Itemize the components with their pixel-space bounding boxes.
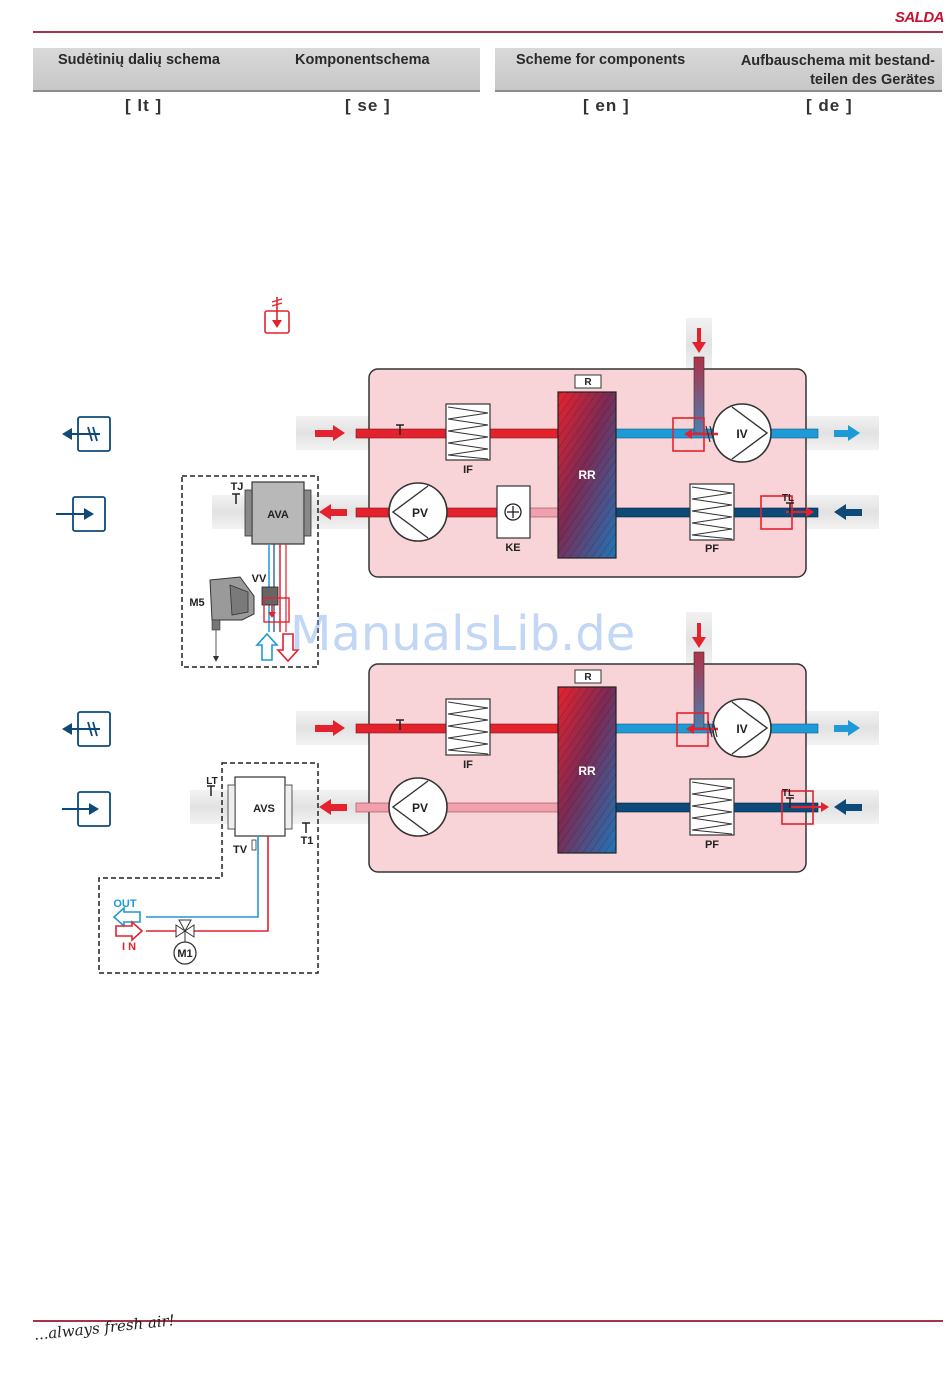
tv-sensor-label: TV	[233, 844, 248, 856]
electric-heater-label: KE	[505, 542, 520, 554]
frost-sensor-label: TJ	[231, 481, 244, 493]
extract-filter-2	[690, 779, 734, 835]
recuperator-label-2: RR	[578, 764, 596, 778]
out-arrow-icon	[114, 908, 140, 926]
recuperator-box-label-2: R	[584, 672, 592, 683]
water-out-arrow-icon	[278, 634, 298, 661]
water-heater-label-2: AVS	[253, 803, 275, 815]
condensate-icon	[265, 297, 289, 333]
supply-filter-2	[446, 699, 490, 755]
extract-fan-label: PV	[412, 506, 428, 520]
extract-filter-label: PF	[705, 543, 719, 555]
actuator-label: M5	[189, 597, 204, 609]
motor-label: M1	[177, 948, 192, 960]
extract-filter-label-2: PF	[705, 839, 719, 851]
exhaust-air-2-icon	[62, 712, 110, 746]
supply-filter	[446, 404, 490, 460]
valve-label: VV	[252, 573, 267, 585]
extract-temp-label: TL	[782, 493, 794, 504]
water-heater-label: AVA	[267, 509, 289, 521]
extract-filter	[690, 484, 734, 540]
bypass-chimney-2	[694, 652, 704, 728]
exhaust-air-icon	[62, 417, 110, 451]
recuperator-box-label: R	[584, 377, 592, 388]
extract-fan-label-2: PV	[412, 801, 428, 815]
out-label: OUT	[113, 898, 137, 910]
supply-filter-label: IF	[463, 464, 473, 476]
outdoor-air-2-icon	[62, 792, 110, 826]
extract-line-mild	[528, 508, 559, 517]
water-in-arrow-icon	[257, 634, 277, 660]
supply-filter-label-2: IF	[463, 759, 473, 771]
in-label: I N	[122, 941, 136, 953]
extract-temp-label-2: TL	[782, 788, 794, 799]
recuperator-label: RR	[578, 468, 596, 482]
bypass-chimney	[694, 357, 704, 433]
supply-fan-label-2: IV	[736, 722, 747, 736]
in-arrow-icon	[116, 922, 142, 940]
t1-sensor-label: T1	[301, 835, 314, 847]
three-way-valve-icon	[176, 920, 194, 942]
supply-fan-label: IV	[736, 427, 747, 441]
outdoor-air-icon	[56, 497, 105, 531]
